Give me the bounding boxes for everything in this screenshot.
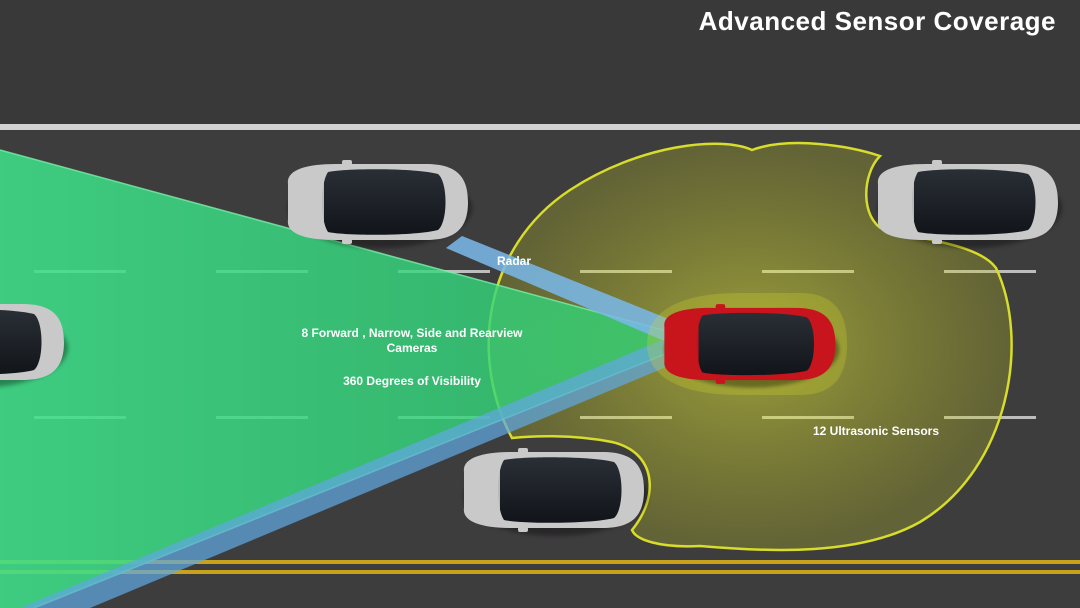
upper-road-area [0,0,1080,126]
cameras-label: 8 Forward , Narrow, Side and Rearview Ca… [270,326,554,356]
gray-car-icon [288,160,472,248]
yellow-center-line-1 [0,560,1080,564]
cameras-label-line2: Cameras [386,341,438,355]
gray-car-icon [464,448,648,536]
ultrasonic-label: 12 Ultrasonic Sensors [812,424,940,438]
radar-label: Radar [496,254,531,268]
gray-car-icon [878,160,1062,248]
yellow-center-line-2 [0,570,1080,574]
white-edge-line [0,124,1080,130]
red-car-icon [664,304,839,388]
page-title: Advanced Sensor Coverage [698,6,1056,36]
visibility-label: 360 Degrees of Visibility [343,374,481,388]
camera-coverage-cone [0,150,700,608]
cameras-label-line1: 8 Forward , Narrow, Side and Rearview [301,326,523,340]
